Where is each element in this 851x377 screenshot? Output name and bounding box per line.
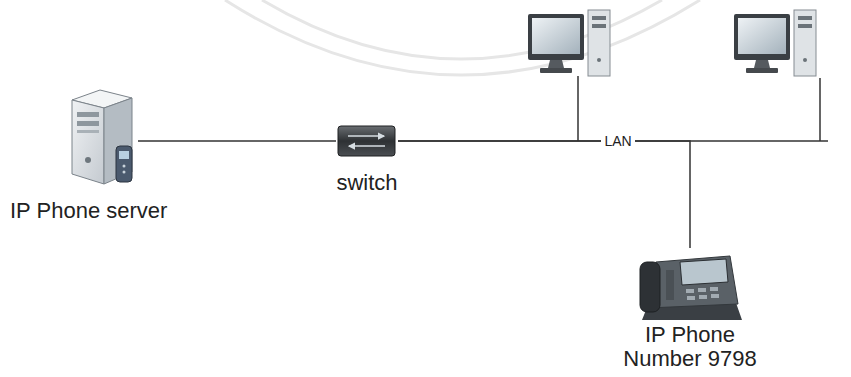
network-label: LAN [601, 133, 634, 149]
computer-icon [734, 10, 816, 76]
device-label: switch [336, 171, 397, 195]
server-node: IP Phone server [64, 88, 138, 186]
network-cable [398, 141, 690, 248]
switch-node: switch [336, 124, 398, 158]
watermark-arc [225, 0, 700, 75]
computer-icon [528, 10, 610, 76]
ip-phone-icon [640, 256, 742, 320]
lan-wire [398, 76, 828, 141]
switch-icon [338, 126, 395, 156]
device-label: IP Phone server [10, 199, 167, 223]
device-label: IP Phone Number 9798 [620, 323, 760, 371]
phone-node: IP Phone Number 9798 [636, 248, 744, 322]
network-cable [138, 140, 336, 142]
server-icon [72, 90, 132, 184]
